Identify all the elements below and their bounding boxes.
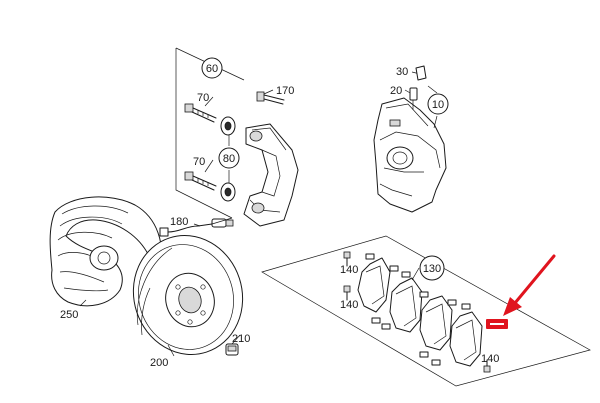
- leader-lines: [79, 85, 438, 357]
- label-140-a: 140: [340, 264, 358, 276]
- bleeder-cap: [411, 65, 427, 81]
- brake-caliper: [373, 97, 447, 213]
- brake-disc: [132, 235, 244, 355]
- brake-pad-2: [389, 277, 423, 333]
- pad-clips: [365, 253, 471, 366]
- guide-bolt: [256, 91, 285, 105]
- label-20: 20: [390, 85, 402, 97]
- mount-bolt-upper: [184, 103, 217, 123]
- callout-80: 80: [218, 147, 240, 169]
- guide-bushing-lower: [220, 182, 236, 202]
- callout-130: 130: [419, 255, 445, 281]
- label-140-c: 140: [481, 353, 499, 365]
- brake-pad-1: [357, 257, 391, 313]
- red-arrow-icon: [503, 254, 556, 316]
- label-60: 60: [206, 63, 218, 75]
- brake-pad-4: [449, 311, 483, 367]
- group-frame-brake-pads: [261, 235, 591, 387]
- wheel-bushing: [225, 334, 241, 356]
- wear-sensor-cable: [159, 217, 234, 237]
- pad-bolt-a: [343, 251, 351, 267]
- guide-bushing-upper: [220, 116, 236, 136]
- label-30: 30: [396, 66, 408, 78]
- label-130: 130: [423, 263, 441, 275]
- callout-10: 10: [427, 93, 449, 115]
- label-210: 210: [232, 333, 250, 345]
- pad-bolt-c: [483, 359, 491, 373]
- label-80: 80: [223, 153, 235, 165]
- label-10: 10: [432, 99, 444, 111]
- dust-shield: [49, 196, 163, 307]
- bleeder-valve: [404, 87, 418, 110]
- mount-bolt-lower: [184, 171, 217, 191]
- label-70-lower: 70: [193, 156, 205, 168]
- pad-bolt-b: [343, 285, 351, 301]
- highlight-marker: [486, 319, 508, 329]
- label-170: 170: [276, 85, 294, 97]
- label-140-b: 140: [340, 299, 358, 311]
- label-250: 250: [60, 309, 78, 321]
- label-70-upper: 70: [197, 92, 209, 104]
- caliper-carrier: [243, 123, 299, 227]
- label-180: 180: [170, 216, 188, 228]
- label-200: 200: [150, 357, 168, 369]
- callout-60: 60: [201, 57, 223, 79]
- brake-pad-3: [419, 295, 453, 351]
